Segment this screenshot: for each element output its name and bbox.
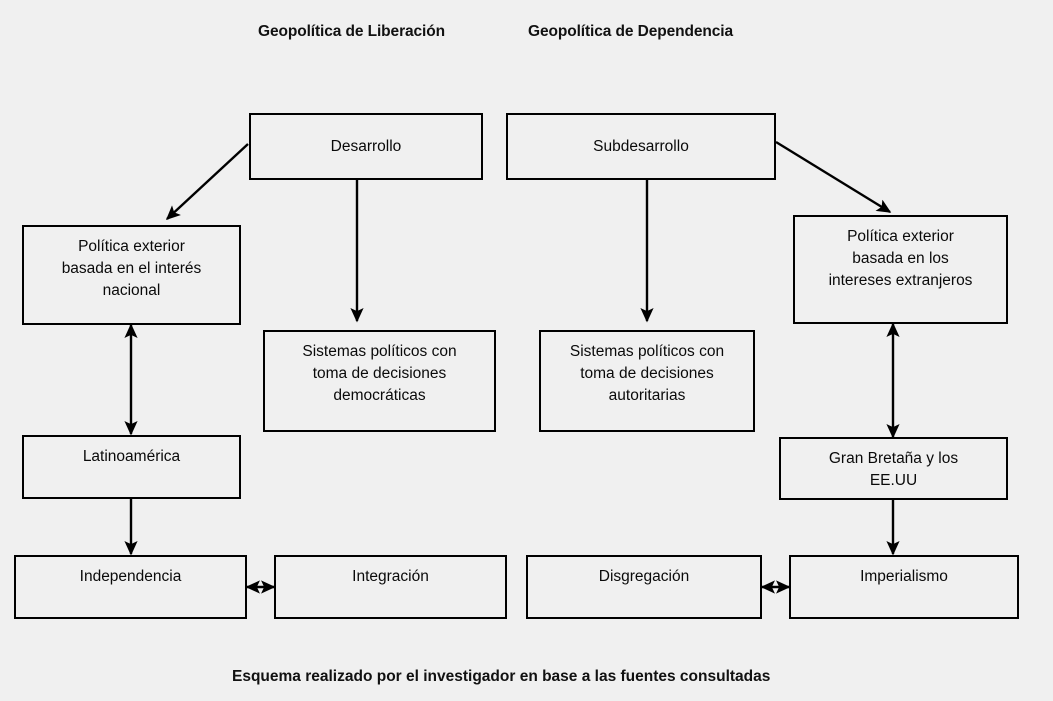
node-latinoamerica[interactable]: Latinoamérica [22, 435, 241, 499]
connector-desarrollo-to-politica-nacional [165, 143, 249, 220]
node-subdesarrollo-label: Subdesarrollo [593, 137, 689, 155]
diagram-caption: Esquema realizado por el investigador en… [232, 668, 771, 685]
node-sistemas-autoritarios-label: Sistemas políticos con toma de decisione… [569, 343, 725, 404]
node-sistemas-autoritarios[interactable]: Sistemas políticos con toma de decisione… [539, 330, 755, 432]
node-politica-exterior-extranjera-label: Política exterior basada en los interese… [828, 228, 973, 289]
node-subdesarrollo[interactable]: Subdesarrollo [506, 113, 776, 180]
node-politica-exterior-nacional[interactable]: Política exterior basada en el interés n… [22, 225, 241, 325]
node-politica-exterior-nacional-label: Política exterior basada en el interés n… [61, 238, 202, 299]
node-independencia[interactable]: Independencia [14, 555, 247, 619]
node-gran-bretana-eeuu[interactable]: Gran Bretaña y los EE.UU [779, 437, 1008, 500]
column-heading-liberacion: Geopolítica de Liberación [258, 23, 445, 40]
node-imperialismo-label: Imperialismo [860, 568, 948, 585]
node-desarrollo[interactable]: Desarrollo [249, 113, 483, 180]
node-sistemas-democraticos-label: Sistemas políticos con toma de decisione… [302, 343, 457, 404]
node-desarrollo-label: Desarrollo [330, 137, 402, 155]
node-disgregacion[interactable]: Disgregación [526, 555, 762, 619]
node-independencia-label: Independencia [79, 568, 182, 585]
node-politica-exterior-extranjera[interactable]: Política exterior basada en los interese… [793, 215, 1008, 324]
connector-subdesarrollo-to-politica-extranjera [775, 140, 892, 214]
node-sistemas-democraticos[interactable]: Sistemas políticos con toma de decisione… [263, 330, 496, 432]
column-heading-dependencia: Geopolítica de Dependencia [528, 23, 733, 40]
node-imperialismo[interactable]: Imperialismo [789, 555, 1019, 619]
node-gran-bretana-eeuu-label: Gran Bretaña y los EE.UU [828, 450, 959, 489]
node-disgregacion-label: Disgregación [598, 568, 690, 585]
node-integracion[interactable]: Integración [274, 555, 507, 619]
node-integracion-label: Integración [352, 568, 429, 585]
node-latinoamerica-label: Latinoamérica [82, 448, 181, 465]
